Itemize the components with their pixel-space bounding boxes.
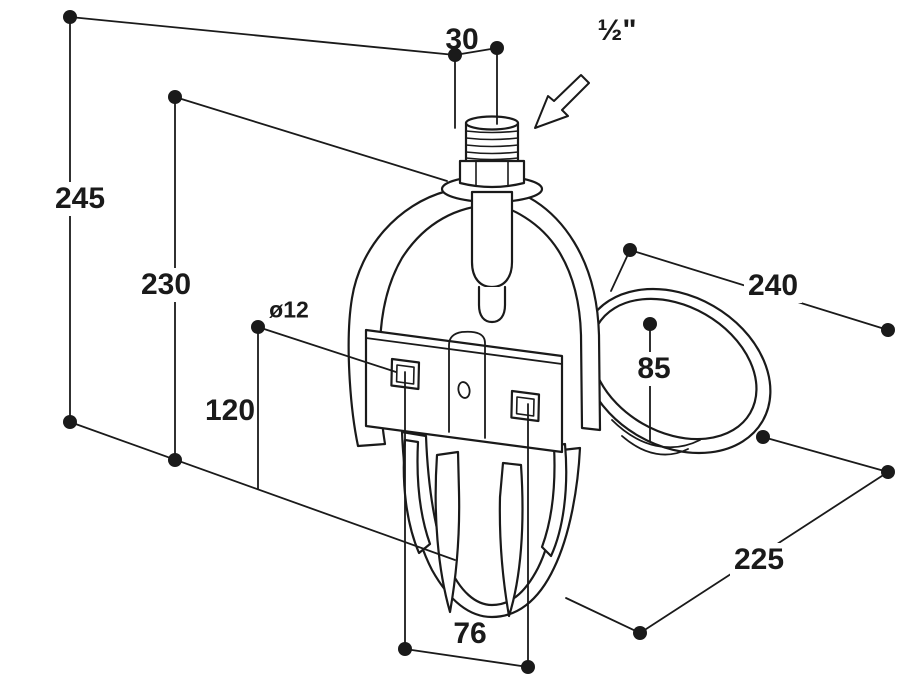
ref-dot — [63, 10, 77, 24]
dim-label-overall-height: 245 — [50, 182, 110, 216]
ref-dot — [756, 430, 770, 444]
mounting-hole-right — [510, 389, 541, 423]
dim-label-hole-center-height: 120 — [204, 394, 256, 427]
valve-pipe — [470, 190, 514, 324]
dim-label-connector-width: 30 — [445, 23, 479, 56]
ref-dot — [881, 323, 895, 337]
ref-dot — [448, 48, 462, 62]
ext-line-225-bottom — [565, 597, 641, 634]
dim-label-thread-size: ½" — [597, 14, 637, 47]
ref-dot — [63, 415, 77, 429]
center-strip — [448, 330, 486, 439]
ref-dot — [881, 465, 895, 479]
ext-line-240 — [610, 249, 631, 292]
dim-line-30 — [454, 47, 498, 56]
ref-dot — [623, 243, 637, 257]
dim-label-bowl-width: 240 — [743, 269, 803, 303]
dim-label-hole-diameter: ø12 — [269, 296, 309, 323]
dim-label-body-height: 230 — [136, 268, 196, 302]
ref-dot — [251, 320, 265, 334]
center-hole — [457, 381, 471, 399]
bottom-fins — [400, 430, 582, 619]
ref-dot — [521, 660, 535, 674]
ref-dot — [168, 90, 182, 104]
ref-dot — [633, 626, 647, 640]
thread-lines — [465, 130, 519, 161]
ext-line-bottom — [69, 421, 456, 561]
reference-dots — [63, 10, 895, 674]
ref-dot — [168, 453, 182, 467]
ext-line-225-top — [762, 436, 889, 473]
leader-line-hole-diameter — [257, 326, 397, 373]
ref-dot — [398, 642, 412, 656]
dim-line-76 — [404, 648, 529, 668]
ext-line-top — [69, 16, 456, 56]
ref-dot — [643, 317, 657, 331]
mounting-plate — [364, 328, 564, 454]
dimension-lines — [69, 16, 889, 668]
dim-label-bowl-depth: 85 — [633, 352, 675, 386]
ext-line-body-top — [174, 96, 448, 182]
ref-dot — [490, 41, 504, 55]
thread-pointer-arrow — [534, 74, 590, 129]
fitting-nut — [458, 159, 526, 189]
threaded-fitting — [458, 115, 526, 189]
dim-label-hole-spacing: 76 — [453, 617, 487, 650]
dim-label-overall-depth: 225 — [729, 543, 789, 577]
